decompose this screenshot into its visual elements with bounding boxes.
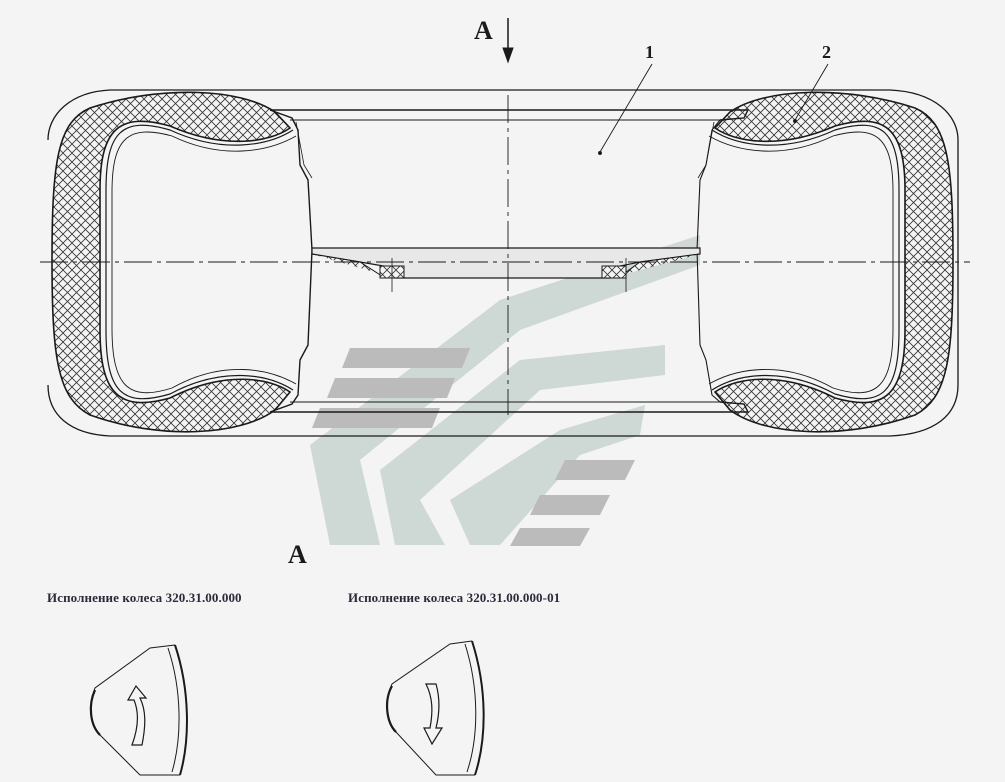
callout-1-label: 1 xyxy=(645,42,654,62)
section-arrow xyxy=(502,18,514,64)
right-tire-carcass xyxy=(708,131,894,394)
right-tire-inner-liner xyxy=(711,124,900,400)
leader-lines xyxy=(598,63,829,155)
watermark-logo xyxy=(310,235,700,546)
section-label-bottom: A xyxy=(288,540,307,569)
section-label-top: A xyxy=(474,16,493,45)
tire-outer-contour xyxy=(47,89,959,437)
variant-2-caption: Исполнение колеса 320.31.00.000-01 xyxy=(348,590,561,605)
left-tire-carcass xyxy=(111,131,297,394)
rim-disc xyxy=(311,247,701,292)
variant-1-caption: Исполнение колеса 320.31.00.000 xyxy=(47,590,242,605)
center-lines xyxy=(40,95,970,415)
callout-2-label: 2 xyxy=(822,42,831,62)
left-tire-inner-liner xyxy=(105,124,294,400)
variant-2-view xyxy=(386,640,485,776)
variant-1-view xyxy=(89,644,188,776)
